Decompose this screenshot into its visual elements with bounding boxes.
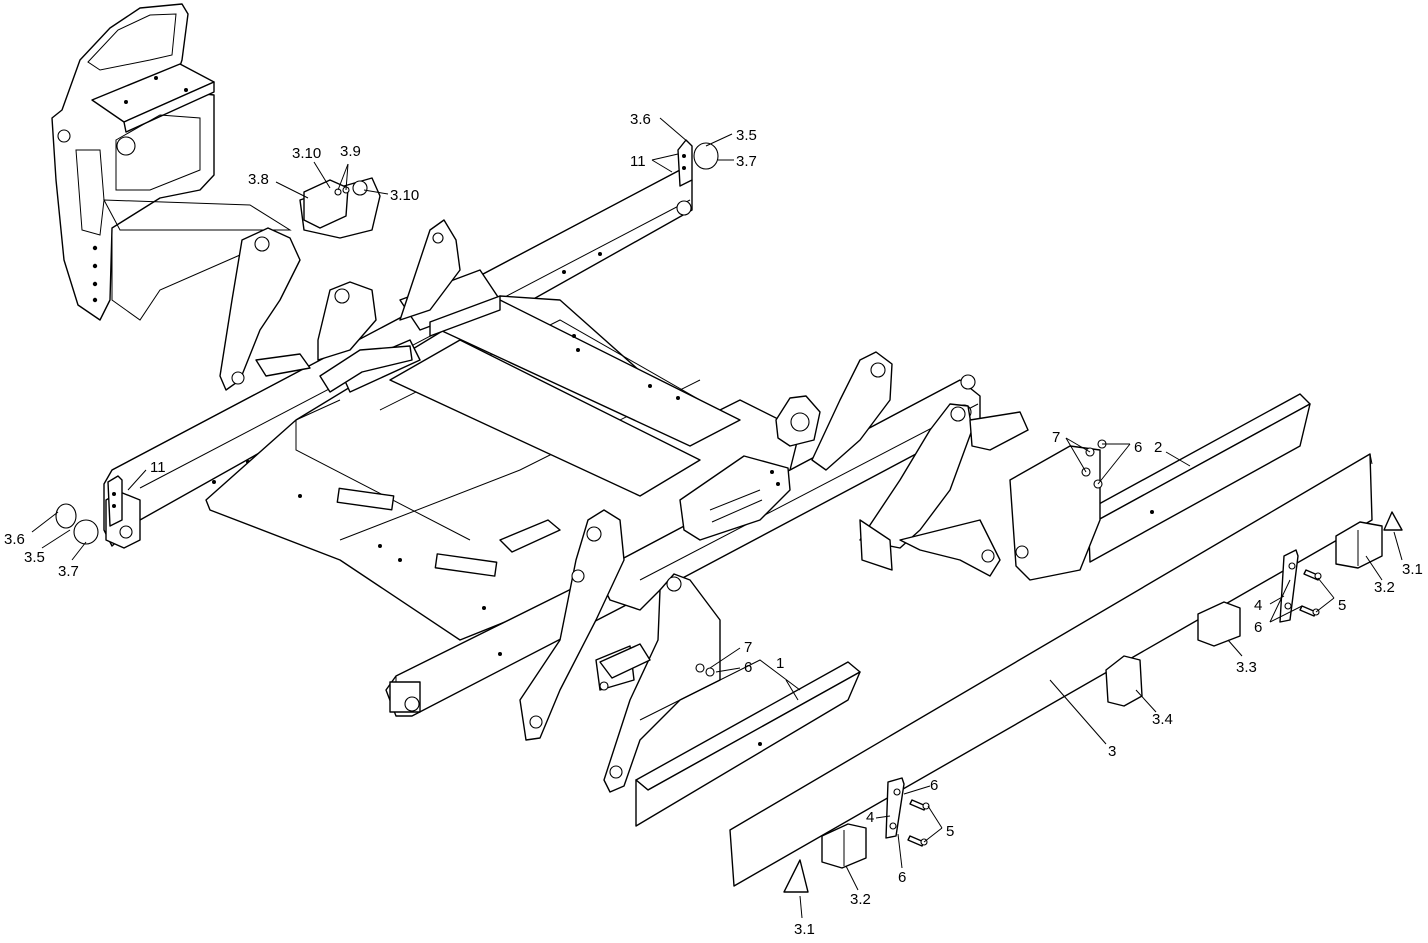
center-subframe — [205, 269, 801, 641]
callout-3-1-right: 3.1 — [1402, 561, 1423, 578]
side-panel-2 — [1009, 393, 1311, 581]
callout-11-top: 11 — [630, 153, 646, 170]
callout-1: 1 — [776, 655, 784, 672]
callout-3: 3 — [1108, 743, 1116, 760]
callout-3-7-top: 3.7 — [736, 153, 757, 170]
callout-3-4: 3.4 — [1152, 711, 1173, 728]
callout-3-2-low: 3.2 — [850, 891, 871, 908]
callout-3-9: 3.9 — [340, 143, 361, 160]
callout-3-8: 3.8 — [248, 171, 269, 188]
callout-6-mid: 6 — [744, 659, 752, 676]
center-hitch-plate — [599, 455, 791, 679]
callout-3-2-right: 3.2 — [1374, 579, 1395, 596]
callout-5-right: 5 — [1338, 597, 1346, 614]
callout-11-left: 11 — [150, 459, 166, 476]
callout-7-right: 7 — [1052, 429, 1060, 446]
callout-6-low-b: 6 — [898, 869, 906, 886]
callout-3-10-a: 3.10 — [292, 145, 321, 162]
lamps-and-fasteners — [55, 139, 1403, 893]
callout-3-6-left: 3.6 — [4, 531, 25, 548]
callout-3-1-low: 3.1 — [794, 921, 815, 938]
callout-4-low: 4 — [866, 809, 874, 826]
callout-6-right: 6 — [1134, 439, 1142, 456]
callout-3-5-left: 3.5 — [24, 549, 45, 566]
callout-3-10-b: 3.10 — [390, 187, 419, 204]
callout-3-6-top: 3.6 — [630, 111, 651, 128]
callout-7-mid: 7 — [744, 639, 752, 656]
callout-labels: 3.6 3.5 3.7 11 3.10 3.9 3.8 3.10 11 3.6 … — [4, 111, 1423, 938]
front-hitch-tower — [51, 3, 292, 321]
callout-6-right-b: 6 — [1254, 619, 1262, 636]
right-lift-arms — [775, 351, 1029, 577]
callout-3-3: 3.3 — [1236, 659, 1257, 676]
side-panel-1 — [635, 659, 861, 827]
callout-3-7-left: 3.7 — [58, 563, 79, 580]
callout-5-low: 5 — [946, 823, 954, 840]
callout-3-5-top: 3.5 — [736, 127, 757, 144]
callout-2: 2 — [1154, 439, 1162, 456]
rear-bumper-3 — [729, 453, 1373, 887]
callout-6-low: 6 — [930, 777, 938, 794]
callout-4-right: 4 — [1254, 597, 1262, 614]
leader-lines — [31, 117, 1403, 919]
